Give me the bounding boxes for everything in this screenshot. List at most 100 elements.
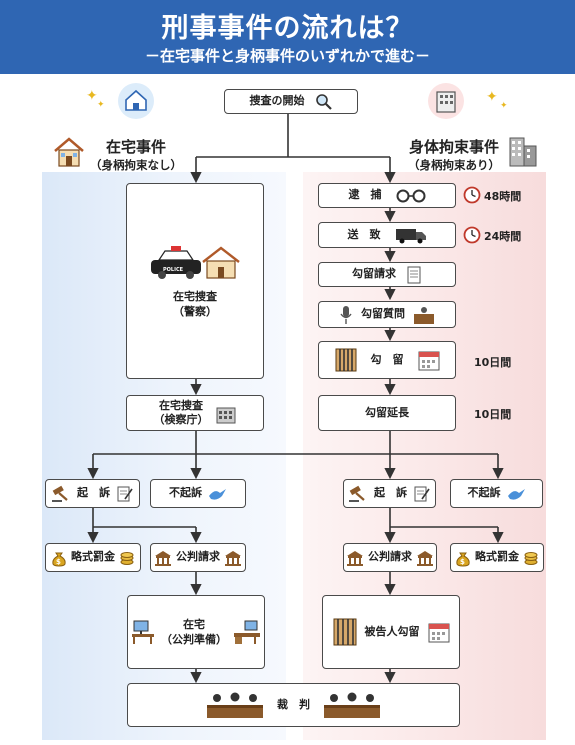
header-banner: 刑事事件の流れは？ －在宅事件と身柄事件のいずれかで進む－ [0, 0, 575, 74]
start-investigation-box: 捜査の開始 [224, 89, 358, 114]
svg-text:POLICE: POLICE [163, 267, 184, 273]
trial-prep-sub: （公判準備） [161, 633, 227, 646]
gavel-icon [52, 485, 68, 502]
courthouse-icon [225, 550, 241, 566]
kouryu-shitsumon-box: 勾留質問 [318, 301, 456, 328]
kouryu-days: 10日間 [474, 356, 512, 369]
microphone-icon [340, 305, 352, 324]
pen-paper-icon [117, 486, 133, 501]
mugara-title: 身体拘束事件 [408, 138, 499, 156]
courthouse-icon [155, 550, 171, 566]
money-bag-icon: $ [52, 552, 66, 567]
enchou-box: 勾留延長 [318, 395, 456, 431]
taiho-label: 逮 捕 [348, 188, 382, 202]
right-fukiso-box: 不起訴 [450, 479, 543, 508]
left-ryakushiki-box: $ 略式罰金 [45, 543, 141, 572]
pen-paper-icon [414, 486, 430, 501]
zaitaku-sub: （身柄拘束なし） [90, 158, 182, 172]
office-building-icon [509, 137, 537, 167]
desk-icon [414, 306, 434, 324]
government-building-icon [216, 407, 235, 424]
kouryu-seikyu-label: 勾留請求 [352, 267, 396, 281]
calendar-icon [428, 623, 449, 643]
clock-icon [463, 186, 481, 204]
zaitaku-title: 在宅事件 [105, 138, 166, 156]
right-ryakushiki-box: $ 略式罰金 [450, 543, 544, 572]
kouryu-box: 勾 留 [318, 341, 456, 379]
document-icon [407, 266, 421, 283]
police-car-icon: POLICE [151, 246, 240, 280]
sparkle-icon: ✦ [97, 100, 105, 110]
courthouse-icon [347, 550, 363, 566]
police-investigation-sub: （警察） [173, 305, 217, 318]
right-fukiso-label: 不起訴 [467, 486, 501, 500]
office-desk-icon [234, 620, 260, 644]
soushi-box: 送 致 [318, 222, 456, 248]
enchou-days: 10日間 [474, 408, 512, 421]
right-kiso-label: 起 訴 [374, 486, 407, 500]
judges-icon [324, 692, 380, 718]
page-title: 刑事事件の流れは？ [161, 13, 414, 44]
prosecutor-investigation-box: 在宅捜査 （検察庁） [126, 395, 264, 431]
kouryu-shitsumon-label: 勾留質問 [361, 307, 405, 321]
left-fukiso-box: 不起訴 [150, 479, 246, 508]
police-investigation-label: 在宅捜査 [173, 290, 217, 304]
calendar-icon [418, 351, 439, 371]
dove-icon [209, 488, 226, 500]
coins-icon [524, 551, 538, 565]
mugara-sub: （身柄拘束あり） [408, 158, 500, 172]
police-investigation-box: POLICE 在宅捜査 （警察） [126, 183, 264, 379]
building-icon [428, 83, 464, 119]
handcuffs-icon [396, 189, 425, 202]
house-icon [54, 137, 84, 167]
sparkle-icon: ✦ [486, 89, 498, 105]
left-trial-prep-box: 在宅 （公判準備） [127, 595, 265, 669]
taiho-time: 48時間 [484, 190, 522, 203]
soushi-label: 送 致 [347, 227, 381, 241]
right-ryakushiki-label: 略式罰金 [475, 550, 519, 564]
prosecutor-investigation-label: 在宅捜査 [159, 398, 203, 412]
page-subtitle: －在宅事件と身柄事件のいずれかで進む－ [144, 47, 430, 65]
house-in-hand-icon [118, 83, 154, 119]
left-fukiso-label: 不起訴 [169, 486, 202, 500]
svg-text:$: $ [460, 558, 465, 566]
van-icon [395, 229, 426, 244]
kouryu-label: 勾 留 [370, 352, 404, 366]
courthouse-icon [417, 550, 433, 566]
gavel-icon [349, 485, 365, 502]
jail-icon [333, 618, 356, 646]
magnifier-icon [315, 93, 332, 110]
start-label: 捜査の開始 [249, 94, 305, 108]
sparkle-icon: ✦ [86, 88, 98, 104]
prosecutor-investigation-sub: （検察庁） [153, 413, 209, 426]
trial-label: 裁 判 [277, 697, 310, 711]
trial-prep-label: 在宅 [183, 617, 205, 631]
enchou-label: 勾留延長 [365, 405, 409, 419]
left-kouhan-label: 公判請求 [176, 550, 220, 564]
clock-icon [463, 226, 481, 244]
svg-text:$: $ [56, 558, 61, 566]
money-bag-icon: $ [456, 552, 470, 567]
hikoku-kouryu-box: 被告人勾留 [322, 595, 460, 669]
dove-icon [507, 488, 525, 500]
zaitaku-heading: 在宅事件 （身柄拘束なし） [86, 136, 186, 173]
soushi-time: 24時間 [484, 230, 522, 243]
office-desk-icon [132, 620, 154, 644]
sparkle-icon: ✦ [500, 101, 508, 111]
left-kiso-label: 起 訴 [77, 486, 110, 500]
right-kouhan-label: 公判請求 [368, 550, 412, 564]
jail-icon [335, 348, 356, 372]
coins-icon [120, 551, 134, 565]
left-kiso-box: 起 訴 [45, 479, 140, 508]
left-kouhan-box: 公判請求 [150, 543, 246, 572]
judges-icon [207, 692, 263, 718]
hikoku-kouryu-label: 被告人勾留 [364, 624, 420, 638]
right-kouhan-box: 公判請求 [343, 543, 437, 572]
right-kiso-box: 起 訴 [343, 479, 436, 508]
taiho-box: 逮 捕 [318, 183, 456, 208]
mugara-heading: 身体拘束事件 （身柄拘束あり） [398, 136, 510, 173]
trial-box: 裁 判 [127, 683, 460, 727]
kouryu-seikyu-box: 勾留請求 [318, 262, 456, 287]
left-ryakushiki-label: 略式罰金 [71, 550, 115, 564]
